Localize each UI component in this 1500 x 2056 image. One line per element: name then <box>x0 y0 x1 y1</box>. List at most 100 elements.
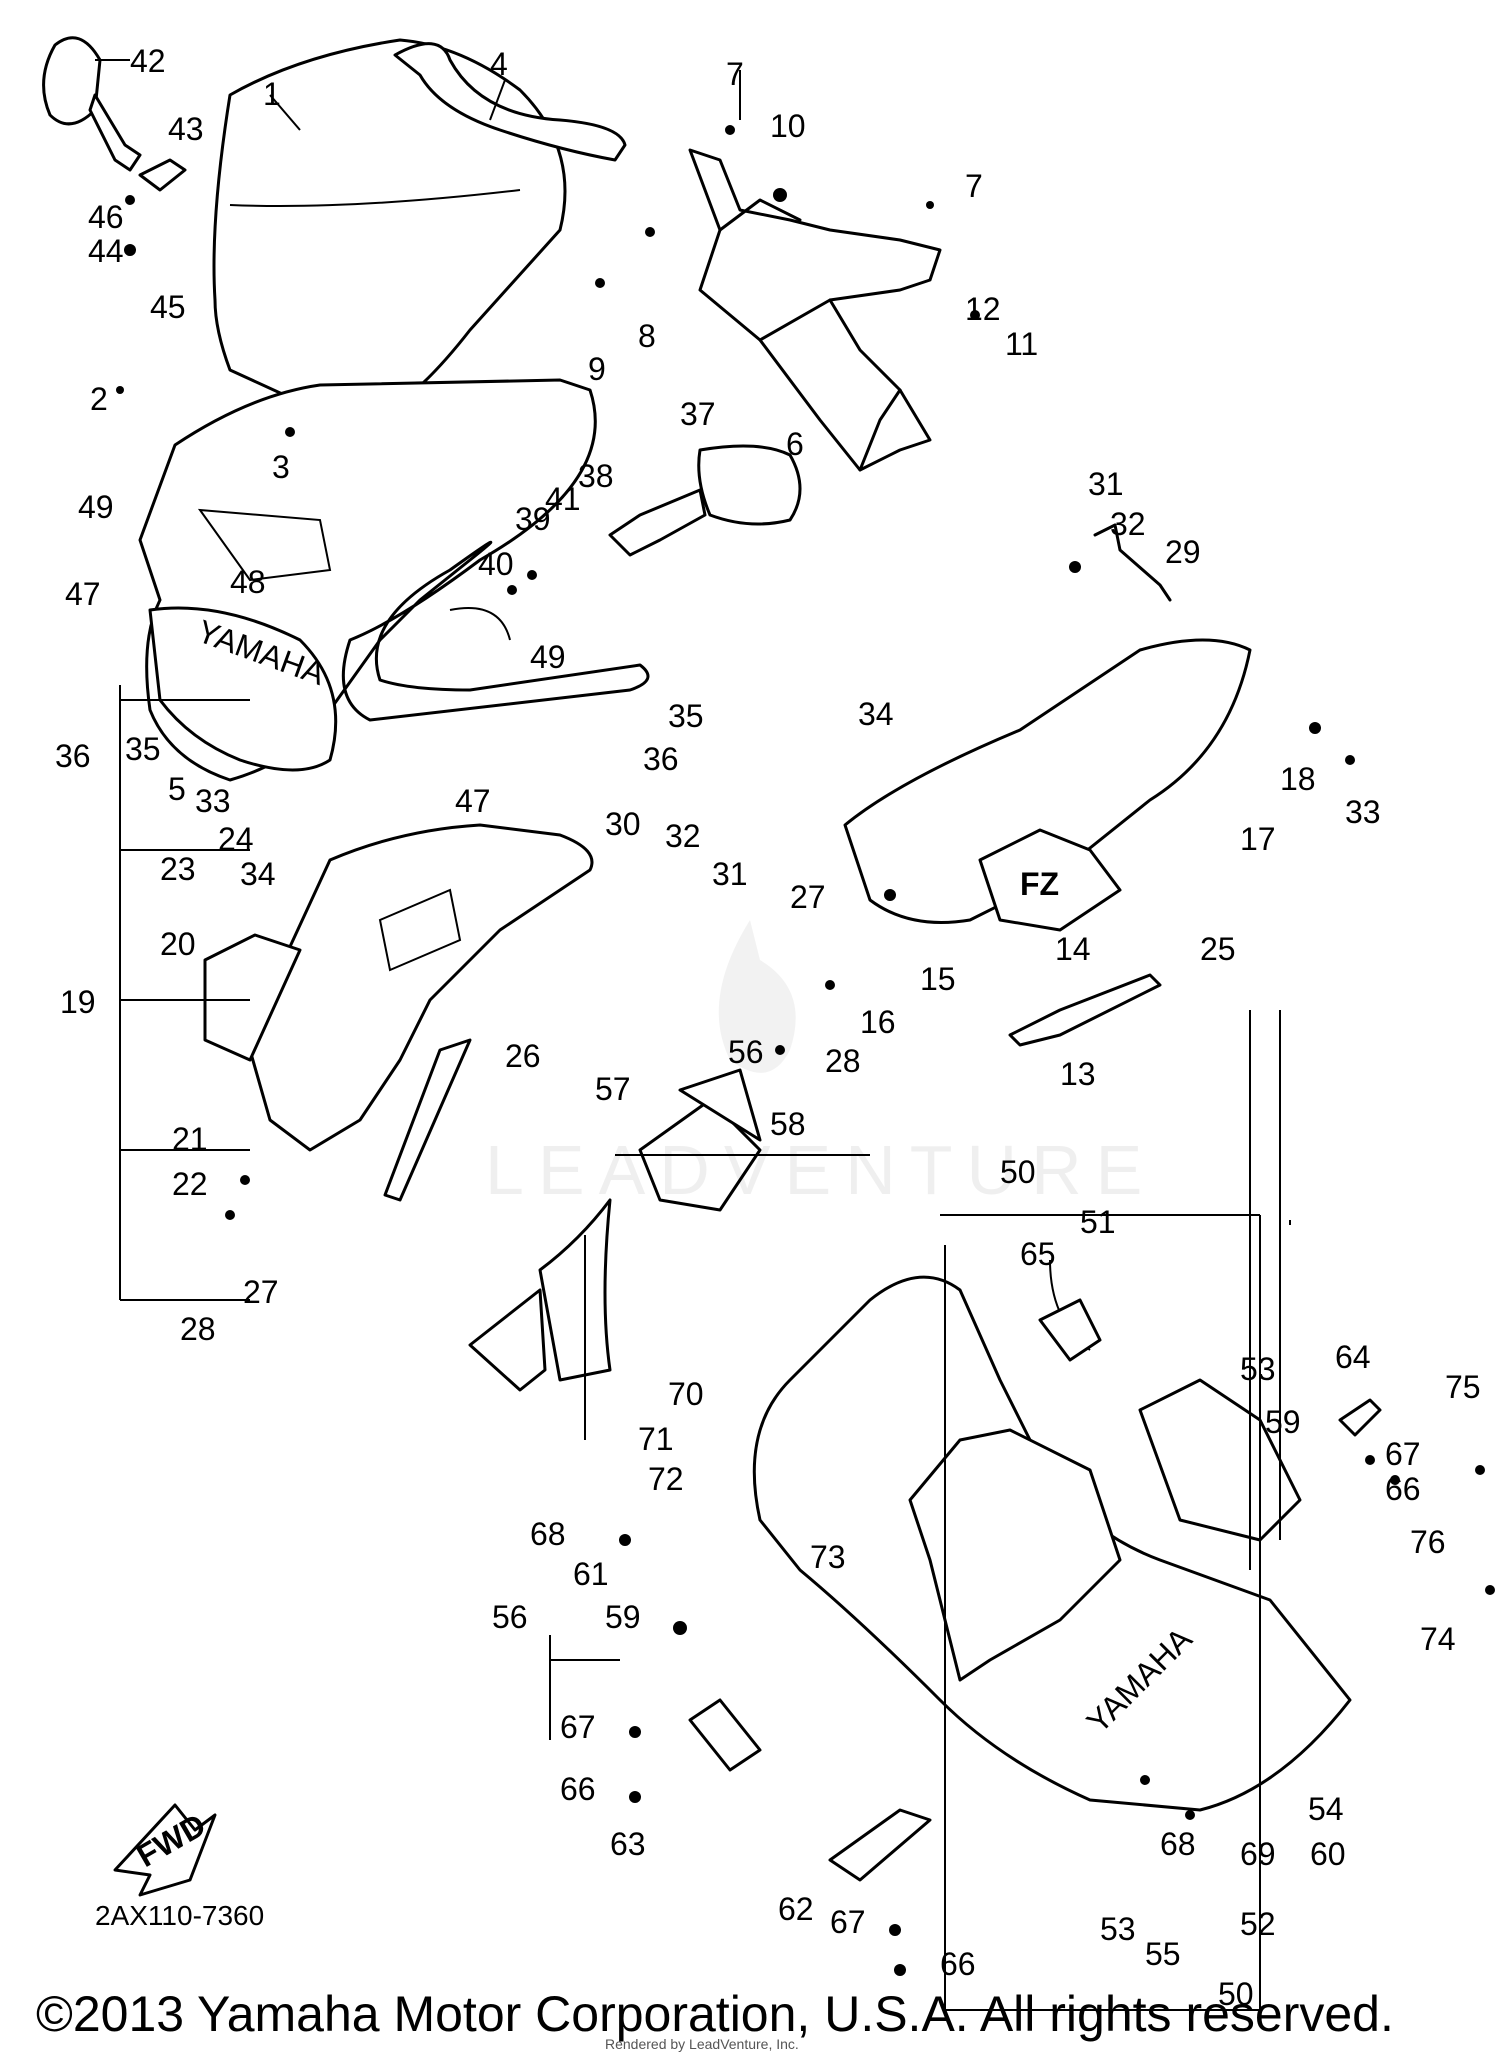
callout: 13 <box>1060 1056 1096 1092</box>
part-bracket-65 <box>1038 1298 1102 1362</box>
callout: 44 <box>88 233 124 269</box>
callout: 74 <box>1420 1621 1456 1657</box>
part-screen-trim <box>393 42 627 162</box>
callout: 35 <box>668 698 704 734</box>
callout: 50 <box>1000 1154 1036 1190</box>
callout: 26 <box>505 1038 541 1074</box>
callout: 14 <box>1055 931 1091 967</box>
callout: 36 <box>643 741 679 777</box>
callout: 8 <box>638 318 656 354</box>
callout: 55 <box>1145 1936 1181 1972</box>
callout: 52 <box>1240 1906 1276 1942</box>
callout: 4 <box>490 46 508 82</box>
part-bracket-64 <box>1338 1398 1382 1437</box>
callout: 33 <box>1345 794 1381 830</box>
callout: 34 <box>858 696 894 732</box>
callout: 35 <box>125 731 161 767</box>
callout: 23 <box>160 851 196 887</box>
callout: 32 <box>665 818 701 854</box>
callout: 46 <box>88 199 124 235</box>
callout: 11 <box>1005 326 1038 362</box>
callout: 47 <box>455 783 491 819</box>
callout: 15 <box>920 961 956 997</box>
leader-lines <box>95 59 1291 2011</box>
callout: 76 <box>1410 1524 1446 1560</box>
callout: 20 <box>160 926 196 962</box>
callout: 49 <box>530 639 566 675</box>
callout: 69 <box>1240 1836 1276 1872</box>
callout: 72 <box>648 1461 684 1497</box>
part-code: 2AX110-7360 <box>95 1900 265 1931</box>
callout: 62 <box>778 1891 814 1927</box>
callout-labels: 1 2 3 4 5 6 7 7 8 9 10 11 12 13 14 15 16… <box>55 43 1481 2012</box>
callout: 16 <box>860 1004 896 1040</box>
callout: 28 <box>180 1311 216 1347</box>
part-bracket-26 <box>383 1038 472 1202</box>
callout: 30 <box>605 806 641 842</box>
callout: 40 <box>478 546 514 582</box>
part-bracket-63 <box>688 1698 762 1772</box>
part-windscreen <box>212 38 567 427</box>
callout: 59 <box>605 1599 641 1635</box>
callout: 50 <box>1218 1976 1254 2012</box>
callout: 21 <box>172 1121 208 1157</box>
callout: 2 <box>90 381 108 417</box>
callout: 19 <box>60 984 96 1020</box>
callout: 7 <box>726 56 744 92</box>
callout: 48 <box>230 564 266 600</box>
rendered-by-credit: Rendered by LeadVenture, Inc. <box>605 2036 799 2052</box>
part-cowling-stay <box>688 148 942 472</box>
callout: 60 <box>1310 1836 1346 1872</box>
callout: 32 <box>1110 506 1146 542</box>
callout: 42 <box>130 43 166 79</box>
callout: 68 <box>1160 1826 1196 1862</box>
callout: 6 <box>786 426 804 462</box>
callout: 31 <box>712 856 748 892</box>
model-mark-fz: FZ <box>1020 866 1059 902</box>
callout: 66 <box>560 1771 596 1807</box>
callout: 58 <box>770 1106 806 1142</box>
callout: 63 <box>610 1826 646 1862</box>
callout: 36 <box>55 738 91 774</box>
callout: 59 <box>1265 1404 1301 1440</box>
callout: 38 <box>578 458 614 494</box>
callout: 53 <box>1100 1911 1136 1947</box>
callout: 75 <box>1445 1369 1481 1405</box>
callout: 51 <box>1080 1204 1116 1240</box>
callout: 28 <box>825 1043 861 1079</box>
callout: 37 <box>680 396 716 432</box>
watermark-flame-icon <box>718 920 796 1073</box>
callout: 24 <box>218 821 254 857</box>
callout: 18 <box>1280 761 1316 797</box>
callout: 17 <box>1240 821 1276 857</box>
callout: 10 <box>770 108 806 144</box>
callout: 31 <box>1088 466 1124 502</box>
fwd-arrow-icon: FWD <box>113 1803 217 1897</box>
callout: 56 <box>728 1034 764 1070</box>
callout: 47 <box>65 576 101 612</box>
part-side-fairing-left <box>248 823 594 1152</box>
fastener-markers <box>116 125 1495 1976</box>
callout: 25 <box>1200 931 1236 967</box>
callout: 27 <box>790 879 826 915</box>
callout: 61 <box>573 1556 609 1592</box>
part-bracket-29 <box>1093 523 1172 602</box>
watermark: LEADVENTURE <box>485 1131 1157 1209</box>
callout: 3 <box>272 449 290 485</box>
callout: 34 <box>240 856 276 892</box>
callout: 70 <box>668 1376 704 1412</box>
callout: 67 <box>830 1904 866 1940</box>
callout: 57 <box>595 1071 631 1107</box>
callout: 53 <box>1240 1351 1276 1387</box>
callout: 33 <box>195 783 231 819</box>
callout: 67 <box>560 1709 596 1745</box>
callout: 41 <box>545 481 581 517</box>
callout: 27 <box>243 1274 279 1310</box>
callout: 43 <box>168 111 204 147</box>
callout: 49 <box>78 489 114 525</box>
callout: 5 <box>168 771 186 807</box>
part-mirror-left <box>42 36 142 172</box>
callout: 65 <box>1020 1236 1056 1272</box>
callout: 29 <box>1165 534 1201 570</box>
